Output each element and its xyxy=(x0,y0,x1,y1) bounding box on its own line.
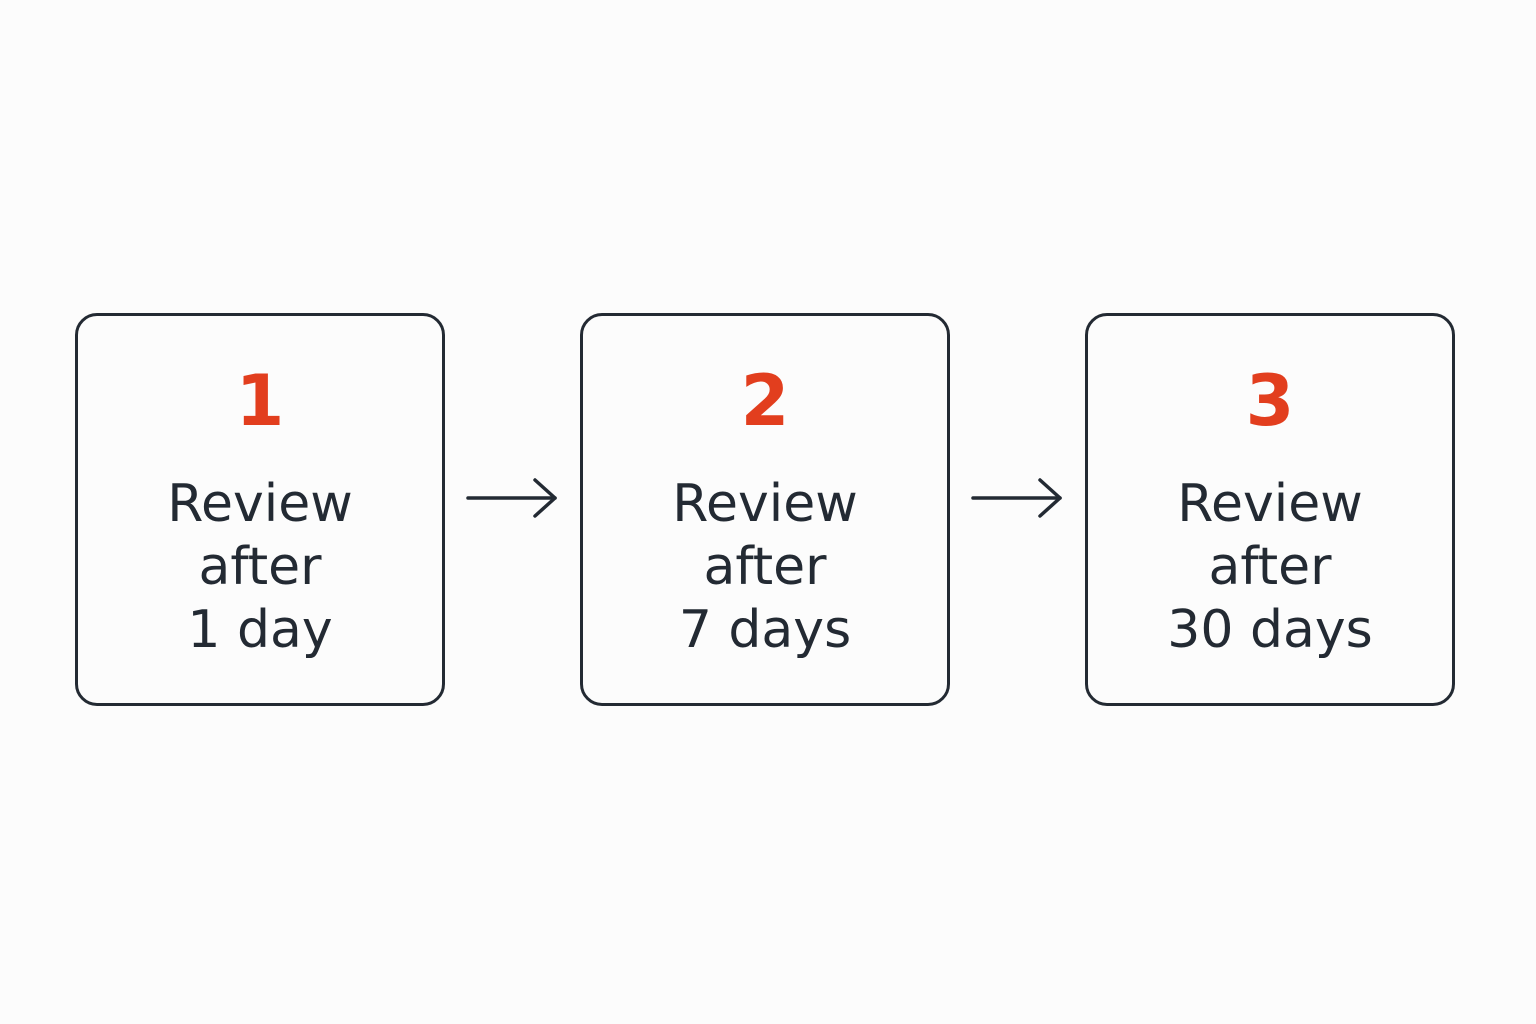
step-number-3: 3 xyxy=(1245,360,1295,442)
step-2-line-3: 7 days xyxy=(678,600,852,660)
step-box-3: 3 Review after 30 days xyxy=(1085,313,1455,706)
step-3-line-2: after xyxy=(1208,537,1332,597)
step-3-line-3: 30 days xyxy=(1167,600,1373,660)
step-number-1: 1 xyxy=(235,360,285,442)
step-1-line-2: after xyxy=(198,537,322,597)
step-3-line-1: Review xyxy=(1177,474,1363,534)
step-2-line-2: after xyxy=(703,537,827,597)
step-1-line-3: 1 day xyxy=(187,600,333,660)
step-2-line-1: Review xyxy=(672,474,858,534)
step-text-2: Review after 7 days xyxy=(583,473,947,662)
right-arrow-icon xyxy=(971,478,1062,518)
step-1-line-1: Review xyxy=(167,474,353,534)
step-box-1: 1 Review after 1 day xyxy=(75,313,445,706)
step-number-2: 2 xyxy=(740,360,790,442)
step-text-1: Review after 1 day xyxy=(78,473,442,662)
right-arrow-icon xyxy=(466,478,557,518)
step-text-3: Review after 30 days xyxy=(1088,473,1452,662)
step-box-2: 2 Review after 7 days xyxy=(580,313,950,706)
